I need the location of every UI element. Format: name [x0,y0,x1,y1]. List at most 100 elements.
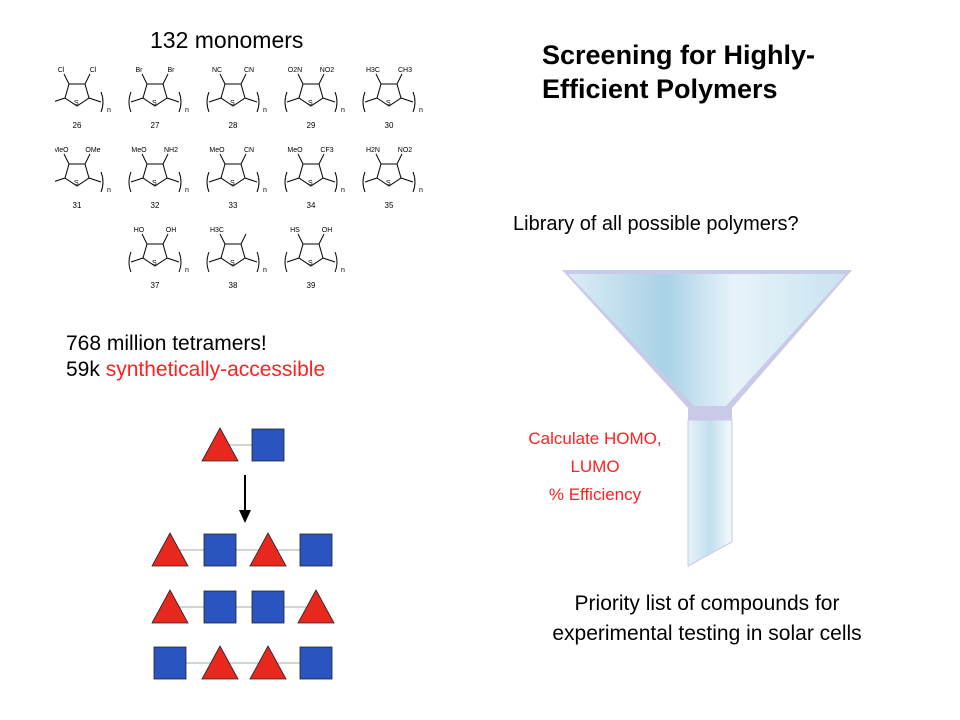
svg-text:28: 28 [229,121,238,130]
accessible-count: 59k [66,358,106,381]
svg-text:OMe: OMe [85,147,100,154]
svg-text:30: 30 [385,121,394,130]
svg-text:S: S [74,180,79,187]
monomer-32: Sn MeO NH2 32 [128,147,189,210]
svg-text:n: n [107,107,111,114]
accessible-highlight: synthetically-accessible [105,358,326,381]
svg-text:27: 27 [151,121,160,130]
svg-text:S: S [152,260,157,267]
svg-text:38: 38 [229,281,238,290]
triangle-monomer [297,589,335,624]
svg-text:OH: OH [166,227,177,234]
square-monomer [251,428,285,462]
calc-line-2: LUMO [570,457,620,476]
svg-text:HO: HO [134,227,145,234]
triangle-monomer [249,645,287,680]
priority-list-text: Priority list of compounds for experimen… [470,589,944,649]
funnel-spout [687,419,733,567]
tetramer-stats: 768 million tetramers! 59k synthetically… [66,331,325,383]
calc-line-3: % Efficiency [548,485,642,504]
svg-text:n: n [185,267,189,274]
monomer-35: Sn H2N NO2 35 [362,147,423,210]
monomer-33: Sn MeO CN 33 [206,147,267,210]
monomer-28: Sn NC CN 28 [206,67,267,130]
svg-text:S: S [308,260,313,267]
svg-text:CN: CN [244,147,254,154]
tetramer-count: 768 million tetramers! [66,332,267,355]
monomers-heading: 132 monomers [150,27,304,53]
svg-text:31: 31 [73,201,82,210]
svg-text:32: 32 [151,201,160,210]
triangle-monomer [151,532,189,567]
funnel-cone [568,274,846,406]
svg-text:S: S [230,180,235,187]
down-arrow-head [239,510,251,523]
svg-text:HS: HS [290,227,300,234]
svg-text:39: 39 [307,281,316,290]
svg-text:H3C: H3C [210,227,224,234]
svg-text:34: 34 [307,201,316,210]
svg-text:NO2: NO2 [398,147,413,154]
svg-text:S: S [386,180,391,187]
svg-text:MeO: MeO [209,147,225,154]
svg-text:n: n [263,187,267,194]
svg-text:n: n [263,267,267,274]
svg-text:n: n [185,107,189,114]
svg-text:CF3: CF3 [320,147,333,154]
svg-text:n: n [341,107,345,114]
calc-line-1: Calculate HOMO, [528,429,662,448]
svg-text:NH2: NH2 [164,147,178,154]
svg-text:MeO: MeO [55,147,69,154]
svg-text:26: 26 [73,121,82,130]
square-monomer [153,646,187,680]
svg-text:S: S [74,100,79,107]
svg-text:n: n [419,187,423,194]
svg-text:S: S [230,100,235,107]
svg-text:33: 33 [229,201,238,210]
monomer-26: Sn Cl Cl 26 [55,67,111,130]
tetramer-shapes-diagram [151,427,335,680]
svg-text:S: S [230,260,235,267]
svg-text:OH: OH [322,227,333,234]
svg-text:29: 29 [307,121,316,130]
title-line-2: Efficient Polymers [542,74,778,104]
calculation-steps: Calculate HOMO, LUMO % Efficiency [483,425,707,509]
svg-text:S: S [386,100,391,107]
screening-funnel [562,270,852,567]
svg-text:O2N: O2N [288,67,302,74]
monomer-39: Sn HS OH 39 [284,227,345,290]
svg-text:S: S [152,180,157,187]
svg-text:CN: CN [244,67,254,74]
priority-line-2: experimental testing in solar cells [552,622,862,645]
triangle-monomer [201,427,239,462]
svg-text:H2N: H2N [366,147,380,154]
monomer-38: Sn H3C 38 [206,227,267,290]
svg-text:NC: NC [212,67,222,74]
triangle-monomer [249,532,287,567]
svg-text:CH3: CH3 [398,67,412,74]
square-monomer [299,533,333,567]
square-monomer [299,646,333,680]
square-monomer [251,590,285,624]
svg-text:n: n [341,187,345,194]
svg-text:n: n [341,267,345,274]
accessible-line: 59k synthetically-accessible [66,357,325,383]
library-question: Library of all possible polymers? [513,213,799,235]
svg-text:S: S [152,100,157,107]
svg-text:S: S [308,180,313,187]
svg-text:Br: Br [136,67,144,74]
svg-text:n: n [185,187,189,194]
svg-text:37: 37 [151,281,160,290]
square-monomer [203,533,237,567]
svg-text:Cl: Cl [58,67,65,74]
svg-text:35: 35 [385,201,394,210]
svg-text:Cl: Cl [90,67,97,74]
svg-text:MeO: MeO [131,147,147,154]
svg-text:n: n [263,107,267,114]
